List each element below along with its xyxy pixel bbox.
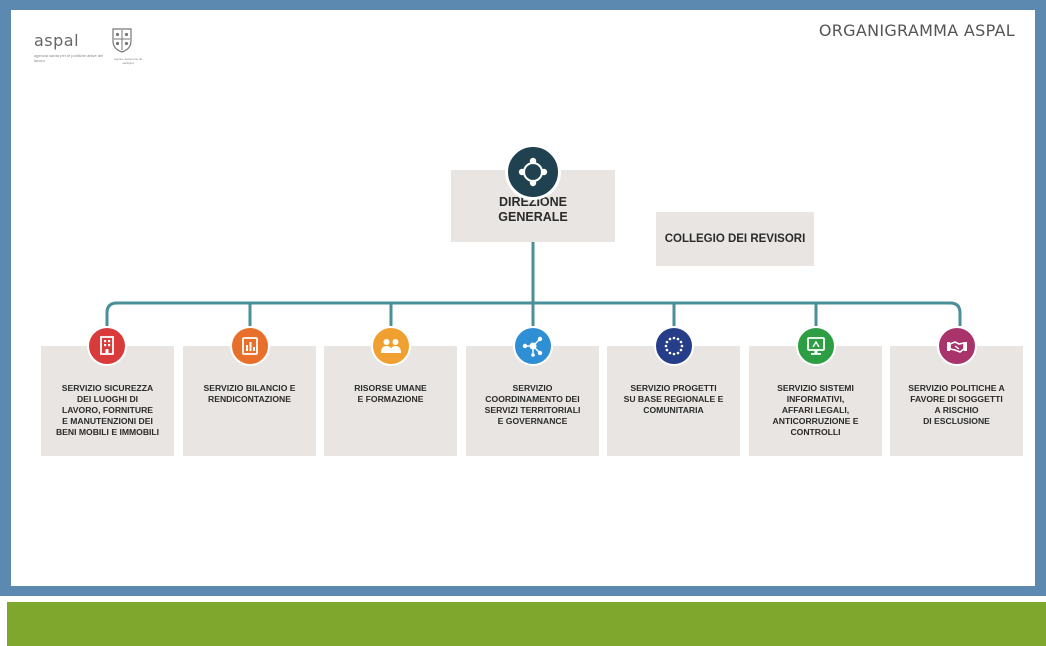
page-title: ORGANIGRAMMA ASPAL	[818, 21, 1015, 40]
footer-bar	[7, 602, 1046, 646]
service-label: SERVIZIO POLITICHE A FAVORE DI SOGGETTI …	[908, 383, 1005, 426]
aspal-logo-subtitle: agenzia sarda per le politiche attive de…	[34, 53, 104, 63]
service-label: SERVIZIO PROGETTI SU BASE REGIONALE E CO…	[623, 383, 724, 415]
direzione-generale-box: DIREZIONE GENERALE	[451, 170, 615, 242]
service-label: SERVIZIO SICUREZZA DEI LUOGHI DI LAVORO,…	[55, 383, 160, 437]
service-label: SERVIZIO COORDINAMENTO DEI SERVIZI TERRI…	[484, 383, 581, 426]
eu-stars-icon	[654, 326, 694, 366]
regione-seal-icon	[111, 27, 133, 58]
monitor-icon	[796, 326, 836, 366]
handshake-icon	[937, 326, 977, 366]
direzione-network-icon	[505, 144, 561, 200]
building-icon	[87, 326, 127, 366]
network-icon	[513, 326, 553, 366]
service-label: RISORSE UMANE E FORMAZIONE	[354, 383, 427, 404]
aspal-logo: aspal	[34, 31, 80, 50]
service-label: SERVIZIO BILANCIO E RENDICONTAZIONE	[203, 383, 296, 404]
slide-canvas: aspal agenzia sarda per le politiche att…	[11, 10, 1035, 586]
bar-chart-icon	[230, 326, 270, 366]
service-box-sicurezza: SERVIZIO SICUREZZA DEI LUOGHI DI LAVORO,…	[41, 346, 174, 456]
org-connector-lines	[105, 242, 962, 326]
service-label: SERVIZIO SISTEMI INFORMATIVI, AFFARI LEG…	[772, 383, 859, 437]
collegio-revisori-box: COLLEGIO DEI REVISORI	[656, 212, 814, 266]
people-icon	[371, 326, 411, 366]
seal-subtitle: regione autonoma de sardigna	[113, 57, 143, 65]
collegio-revisori-label: COLLEGIO DEI REVISORI	[664, 233, 806, 245]
direzione-generale-label: DIREZIONE GENERALE	[498, 195, 568, 224]
